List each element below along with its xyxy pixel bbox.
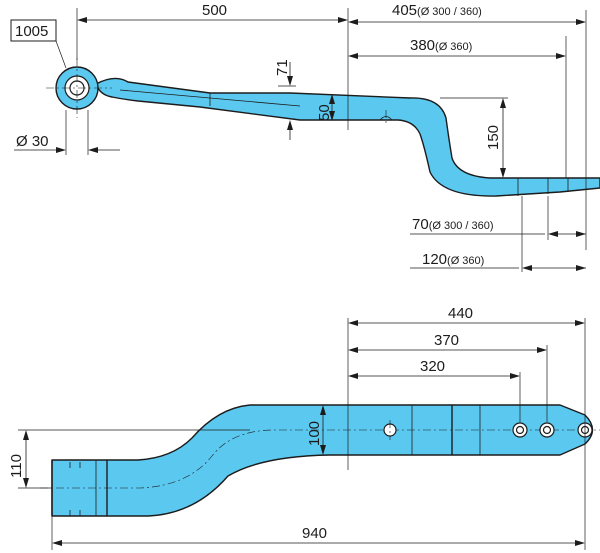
top-view: 500 405(Ø 300 / 360) 380(Ø 360) 71 50 15…	[10, 2, 600, 272]
arrowhead	[287, 76, 293, 86]
plan-centerline	[40, 429, 600, 489]
arrowhead	[23, 478, 29, 488]
arrowhead	[548, 231, 558, 237]
arrowhead	[287, 120, 293, 130]
arrowhead	[329, 94, 335, 104]
dim-150-label: 150	[485, 125, 502, 150]
dim-405-label: 405(Ø 300 / 360)	[392, 2, 482, 19]
arrowhead	[56, 147, 66, 153]
arrowhead	[537, 347, 547, 353]
arrowhead	[500, 98, 506, 108]
leaf-inner-line	[119, 89, 301, 107]
dim-50-label: 50	[316, 104, 333, 121]
dim-dia-label: Ø 30	[16, 133, 49, 150]
arrowhead	[500, 168, 506, 178]
dim-320-label: 320	[420, 358, 445, 375]
arrowhead	[338, 17, 348, 23]
arrowhead	[348, 347, 358, 353]
arrowhead	[348, 320, 358, 326]
dim-70-label: 70(Ø 300 / 360)	[412, 216, 494, 233]
part-number-label: 1005	[15, 23, 48, 40]
arrowhead	[348, 373, 358, 379]
dim-940-label: 940	[302, 525, 327, 542]
arrowhead	[23, 430, 29, 440]
arrowhead	[348, 53, 358, 59]
dim-100-label: 100	[306, 421, 323, 446]
arrowhead	[522, 265, 532, 271]
arrowhead	[576, 265, 586, 271]
arrowhead	[576, 19, 586, 25]
hole-320-inner	[515, 425, 525, 435]
part-number-box	[10, 19, 57, 42]
arrowhead	[88, 147, 98, 153]
dim-440-label: 440	[448, 305, 473, 322]
dim-120-label: 120(Ø 360)	[422, 251, 484, 268]
dim-71-label: 71	[274, 59, 291, 76]
arrowhead	[575, 320, 585, 326]
spring-leaf-side	[95, 77, 600, 197]
dim-500-label: 500	[202, 2, 227, 19]
arrowhead	[320, 445, 326, 455]
arrowhead	[348, 19, 358, 25]
arrowhead	[77, 17, 87, 23]
arrowhead	[556, 53, 566, 59]
bottom-view: 440 370 320 100 110 940	[8, 305, 600, 550]
part-number-leader	[55, 40, 67, 69]
dim-110-label: 110	[8, 454, 25, 478]
dim-370-label: 370	[434, 332, 459, 349]
arrowhead	[320, 405, 326, 415]
hole-370-inner	[542, 425, 552, 435]
arrowhead	[576, 231, 586, 237]
arrowhead	[575, 540, 585, 546]
spring-leaf-plan	[51, 404, 594, 517]
arrowhead	[510, 373, 520, 379]
arrowhead	[52, 540, 62, 546]
dim-380-label: 380(Ø 360)	[410, 37, 472, 54]
arrowhead	[329, 111, 335, 121]
